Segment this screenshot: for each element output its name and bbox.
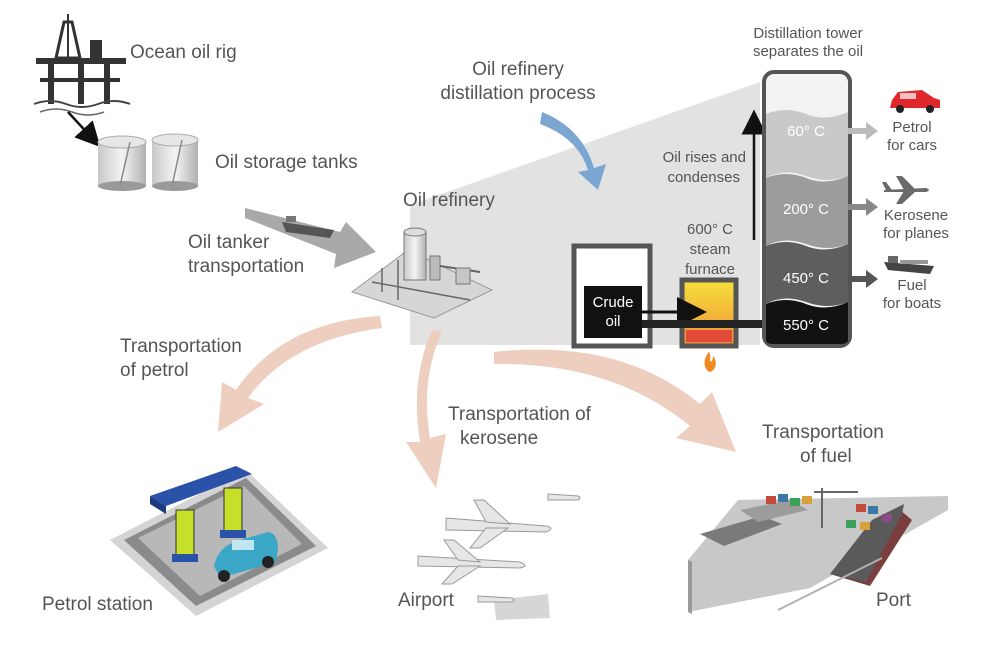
tanker-transport-arrow (245, 208, 376, 268)
furnace-label-line3: furnace (685, 261, 735, 278)
fuel-label-line1: Fuel (897, 277, 926, 294)
tower-temp-200: 200° C (783, 201, 829, 218)
plane-icon (882, 176, 929, 204)
port-containers (766, 494, 892, 530)
crude-oil-label-line1: Crude (593, 294, 634, 311)
tower-layer-200 (766, 174, 848, 248)
fuel-output-arrow (848, 270, 878, 288)
kerosene-transport-label-line1: Transportation of (448, 404, 592, 425)
furnace-to-tower-pipe (642, 320, 770, 328)
fuel-transport-label-line2: of fuel (800, 446, 852, 467)
process-background-panel (410, 82, 760, 345)
airport-illustration (417, 493, 581, 620)
kerosene-transport-label-line2: kerosene (460, 428, 538, 449)
petrol-output-arrow (848, 122, 878, 140)
crude-oil-fill (584, 286, 642, 338)
tower-temp-550: 550° C (783, 317, 829, 334)
kerosene-output-arrow (848, 198, 878, 216)
storage-tanks-label: Oil storage tanks (215, 152, 358, 173)
petrol-transport-label-line2: of petrol (120, 360, 189, 381)
tanker-label-line2: transportation (188, 256, 304, 277)
oil-rises-label-line1: Oil rises and (663, 149, 746, 166)
rig-to-tanks-arrow (67, 111, 101, 148)
tower-label-line1: Distillation tower (753, 25, 862, 42)
car-icon (890, 90, 940, 113)
petrol-transport-arrow (218, 316, 382, 432)
fuel-transport-label-line1: Transportation (762, 422, 884, 443)
process-pointer-arrow (540, 112, 606, 190)
furnace-heat-bar (686, 330, 732, 342)
tower-temp-450: 450° C (783, 270, 829, 287)
process-label-line2: distillation process (440, 83, 595, 104)
ocean-rig-label: Ocean oil rig (130, 42, 237, 63)
tower-layer-60 (766, 110, 848, 180)
distillation-tower (762, 70, 852, 348)
petrol-station-illustration (110, 466, 328, 616)
petrol-station-label: Petrol station (42, 594, 153, 615)
airport-label: Airport (398, 590, 455, 611)
petrol-label-line2: for cars (887, 137, 937, 154)
fuel-label-line2: for boats (883, 295, 941, 312)
tower-layer-450 (766, 242, 848, 306)
petrol-label-line1: Petrol (892, 119, 931, 136)
fuel-transport-arrow (494, 349, 736, 452)
port-illustration (688, 488, 948, 614)
port-label: Port (876, 590, 912, 611)
refinery-label: Oil refinery (403, 190, 495, 211)
tower-label-line2: separates the oil (753, 43, 863, 60)
kerosene-transport-arrow (406, 330, 446, 488)
oil-rig-icon (33, 14, 131, 116)
petrol-transport-label-line1: Transportation (120, 336, 242, 357)
storage-tanks-icon (97, 133, 199, 191)
furnace-label-line1: 600° C (687, 221, 733, 238)
tower-layer-550 (766, 300, 848, 344)
tower-temp-60: 60° C (787, 123, 825, 140)
boat-icon (884, 256, 934, 274)
kerosene-label-line1: Kerosene (884, 207, 948, 224)
refinery-plant-icon (350, 227, 494, 319)
process-label-line1: Oil refinery (472, 59, 564, 80)
crude-oil-label-line2: oil (605, 313, 620, 330)
tanker-ship-icon (282, 216, 334, 238)
kerosene-label-line2: for planes (883, 225, 949, 242)
furnace-label-line2: steam (690, 241, 731, 258)
oil-rises-label-line2: condenses (667, 169, 740, 186)
flame-icon (704, 352, 716, 372)
tanker-label-line1: Oil tanker (188, 232, 270, 253)
